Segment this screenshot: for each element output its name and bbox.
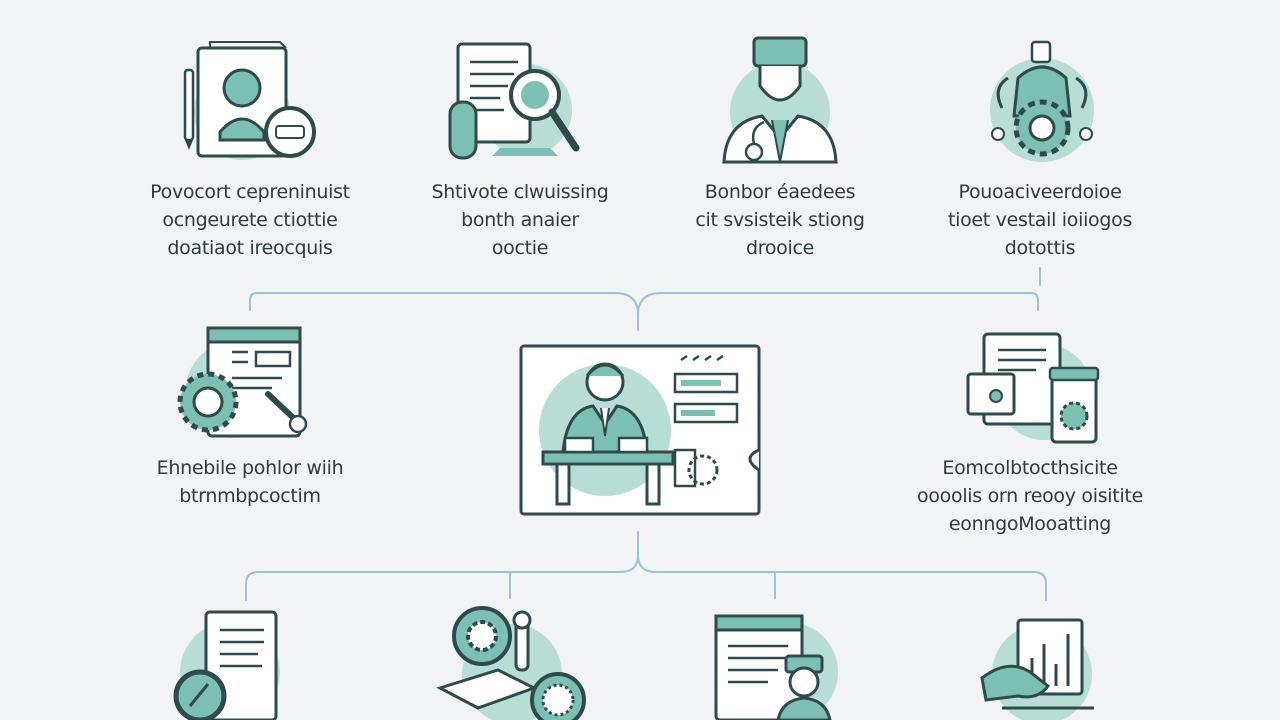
person-at-desk-screen-icon <box>515 340 765 520</box>
caption-line: Shtivote clwuissing <box>431 181 609 203</box>
caption-consolidation: Eomcolbtocthsicite oooolis orn reooy ois… <box>880 454 1180 538</box>
caption-applicant-portrait: Povocort cepreninuist ocngeurete ctiotti… <box>110 178 390 262</box>
caption-line: tioet vestail ioiiogos <box>947 209 1133 231</box>
caption-line: Ehnebile pohlor wiih <box>156 457 344 479</box>
caption-line: Pouoaciveerdoioe <box>958 181 1122 203</box>
documents-jar-icon <box>962 326 1107 448</box>
connector-upper-right <box>637 292 1039 316</box>
caption-line: Eomcolbtocthsicite <box>942 457 1118 479</box>
caption-line: cit svsisteik stiong <box>695 209 865 231</box>
caption-line: oooolis orn reooy oisitite <box>917 485 1143 507</box>
caption-line: btrnmbpcoctim <box>179 485 321 507</box>
caption-line: eonngoMooatting <box>948 513 1112 535</box>
caption-line: Bonbor éaedees <box>704 181 856 203</box>
caption-line: doatiaot ireocquis <box>167 237 333 259</box>
caption-processing: Pouoaciveerdoioe tioet vestail ioiiogos … <box>895 178 1185 262</box>
caption-line: drooice <box>745 237 815 259</box>
document-search-icon <box>440 40 590 165</box>
caption-enable-policy: Ehnebile pohlor wiih btrnmbpcoctim <box>100 454 400 510</box>
tools-disc-icon <box>436 604 588 720</box>
document-badge-icon <box>172 606 292 720</box>
caption-line: ocngeurete ctiottie <box>162 209 338 231</box>
caption-medical: Bonbor éaedees cit svsisteik stiong droo… <box>640 178 920 262</box>
document-reviewer-icon <box>708 606 848 720</box>
document-gear-pen-icon <box>172 322 317 444</box>
doctor-icon <box>710 34 850 166</box>
caption-line: Povocort cepreninuist <box>150 181 350 203</box>
caption-screening: Shtivote clwuissing bonth anaier ooctie <box>380 178 660 262</box>
connector-lower-right <box>637 554 1047 601</box>
hand-chart-icon <box>978 608 1108 720</box>
id-document-with-magnifier-icon <box>180 40 320 165</box>
caption-line: dotottis <box>1004 237 1076 259</box>
gear-worker-icon <box>978 38 1108 166</box>
connector-lower-left <box>245 531 639 601</box>
caption-line: ooctie <box>491 237 549 259</box>
caption-line: bonth anaier <box>461 209 579 231</box>
